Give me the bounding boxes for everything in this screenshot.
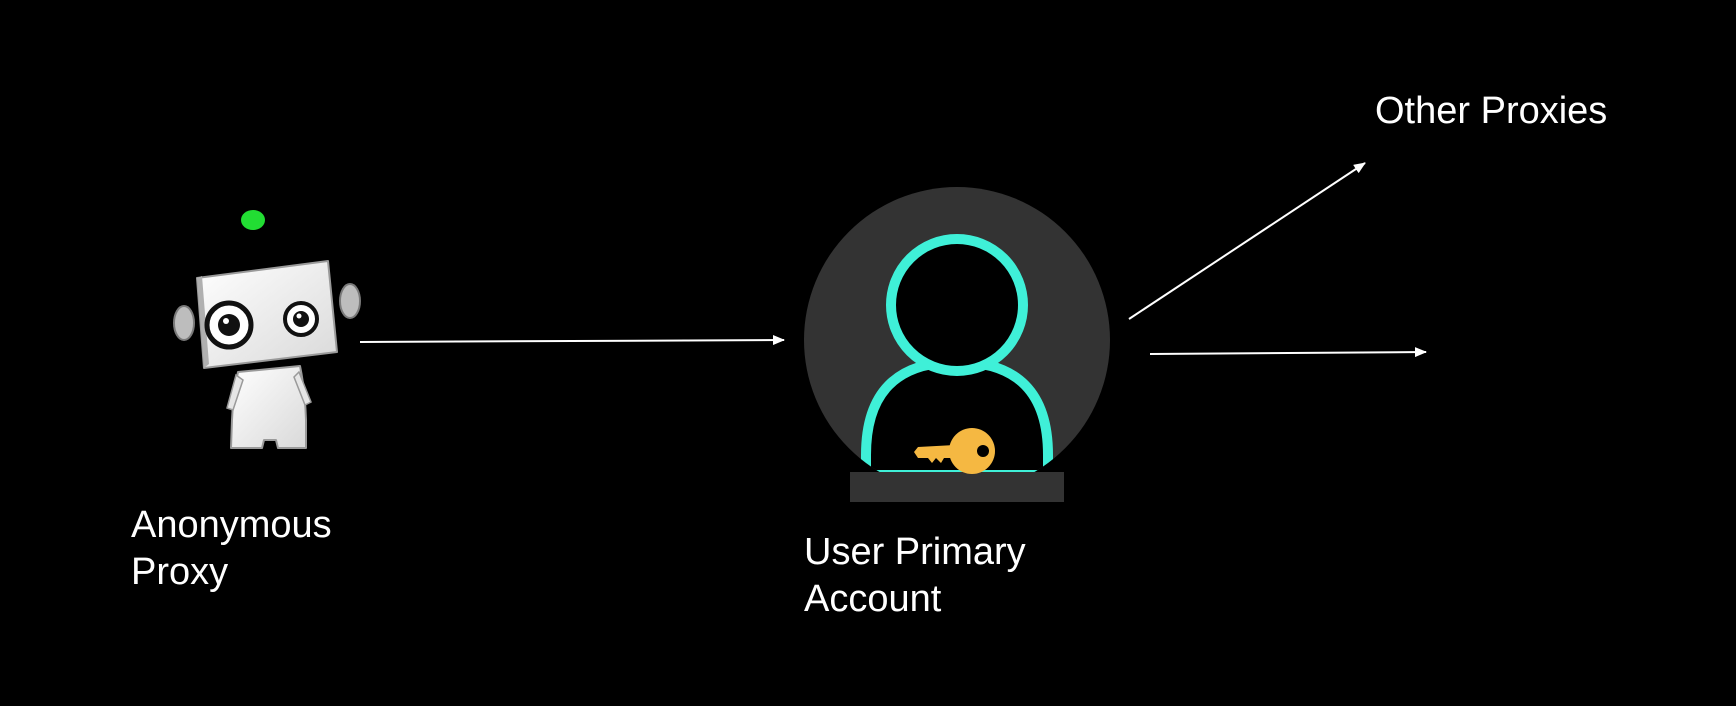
other-proxies-label-text: Other Proxies: [1375, 90, 1608, 132]
user-primary-account-label-line-1: User Primary: [804, 531, 1026, 573]
other-proxies-label: Other Proxies: [1375, 88, 1607, 135]
user-primary-account-label: User Primary Account: [804, 529, 1026, 623]
anonymous-proxy-label-line-2: Proxy: [131, 551, 229, 593]
robot-icon: [173, 210, 361, 449]
key-icon: [914, 428, 995, 474]
robot-antenna-light: [241, 210, 265, 230]
arrow-account-to-other-proxies: [1128, 162, 1366, 320]
user-primary-account-label-line-2: Account: [804, 578, 942, 620]
anonymous-proxy-label-line-1: Anonymous: [131, 504, 332, 546]
arrow-account-to-right: [1149, 347, 1427, 358]
user-account-icon: [804, 187, 1110, 502]
account-head: [886, 234, 1028, 376]
anonymous-proxy-label: Anonymous Proxy: [131, 502, 332, 596]
arrow-proxy-to-account: [359, 335, 785, 346]
